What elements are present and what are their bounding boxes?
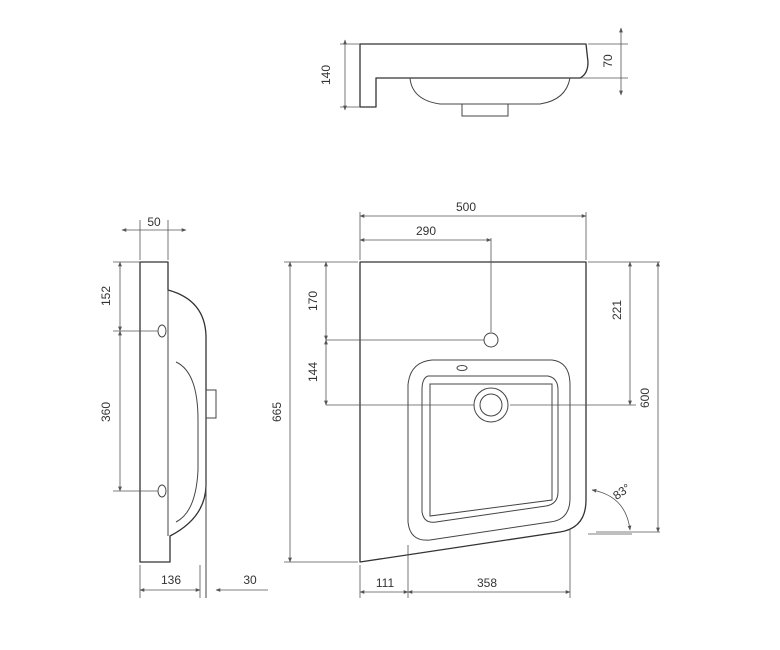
top-bowl-basin xyxy=(429,383,553,517)
side-waste-outlet xyxy=(205,389,217,419)
dim-side-depth: 136 xyxy=(161,573,181,587)
side-section-bowl-inner xyxy=(175,361,199,523)
top-drain-outer xyxy=(473,387,509,423)
front-elevation-view: 140 70 xyxy=(319,27,628,117)
side-fixing-hole-lower xyxy=(157,484,167,498)
dim-top-left-offset: 111 xyxy=(376,576,395,590)
dim-side-hole-top: 152 xyxy=(99,286,113,306)
dim-top-depth-right: 600 xyxy=(638,388,652,408)
dim-top-width: 500 xyxy=(456,200,476,214)
dim-top-angle: 83° xyxy=(610,481,633,503)
dim-top-tap-to-drain: 144 xyxy=(306,362,320,382)
dim-top-drain-from-back: 221 xyxy=(610,300,624,320)
dim-front-height: 140 xyxy=(319,65,333,85)
top-bowl-outer-rim xyxy=(407,359,571,541)
dim-side-waste: 30 xyxy=(243,573,257,587)
top-tap-hole xyxy=(483,332,499,348)
top-drain-inner xyxy=(479,393,503,417)
top-plan-view: 500 290 665 170 144 221 600 111 358 83° xyxy=(270,200,660,598)
dim-side-hole-spacing: 360 xyxy=(99,402,113,422)
front-elevation-bowl xyxy=(409,77,571,105)
top-bowl-inner xyxy=(421,375,559,523)
top-overflow-slot xyxy=(456,365,468,371)
dim-front-bowl-depth: 70 xyxy=(601,54,615,68)
side-section-outline xyxy=(139,261,207,563)
top-plan-outline xyxy=(359,261,587,563)
side-section-view: 50 152 360 136 30 xyxy=(99,215,268,598)
dim-top-tap-offset: 290 xyxy=(416,224,436,238)
front-elevation-waste xyxy=(461,104,509,117)
side-fixing-hole-upper xyxy=(157,324,167,338)
dim-top-bowl-width: 358 xyxy=(477,576,497,590)
angle-arc xyxy=(591,488,632,531)
dim-side-top-width: 50 xyxy=(147,215,161,229)
front-elevation-outline xyxy=(359,43,589,108)
dim-top-tap-from-back: 170 xyxy=(306,291,320,311)
dim-top-overall-depth: 665 xyxy=(270,402,284,422)
